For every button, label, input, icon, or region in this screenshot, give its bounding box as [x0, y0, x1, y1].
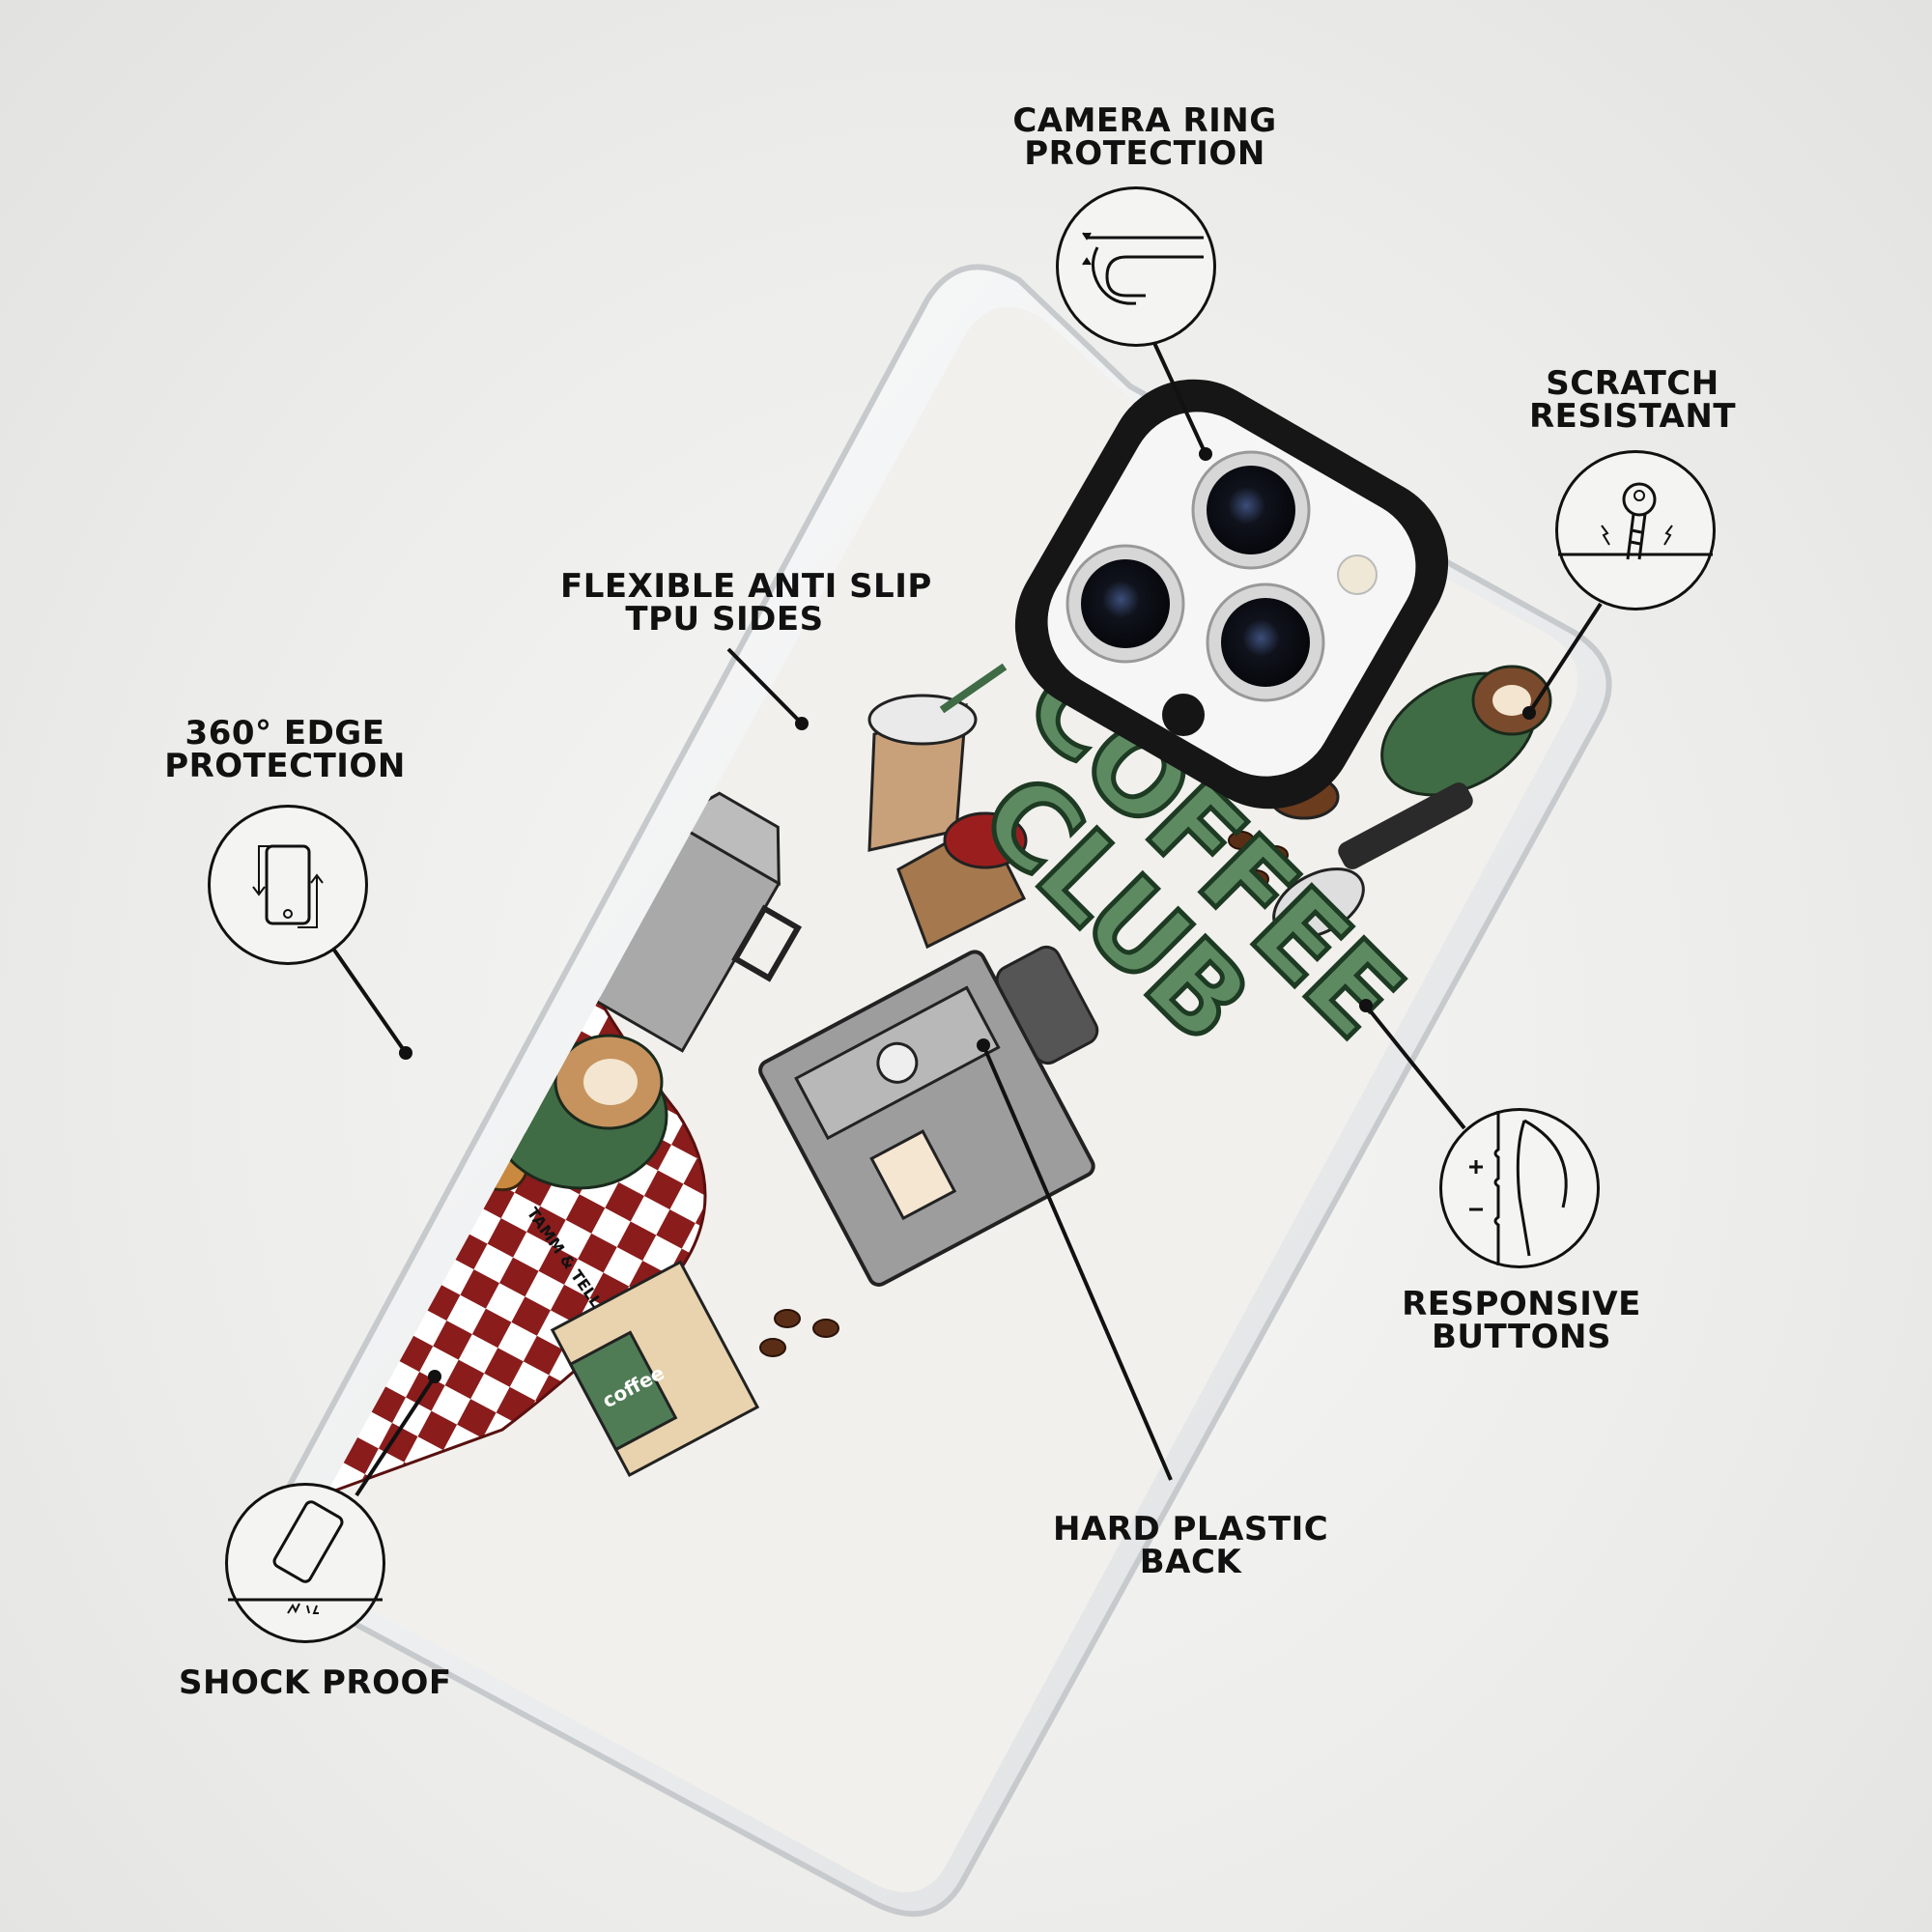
coffee-beans-drawing	[759, 831, 1289, 1357]
takeaway-cup-drawing	[896, 811, 1028, 950]
anti-slip-label: FLEXIBLE ANTI SLIP TPU SIDES	[560, 567, 932, 639]
edge-protection-label: 360° EDGE PROTECTION	[164, 714, 406, 785]
responsive-buttons-label: RESPONSIVE BUTTONS	[1402, 1285, 1641, 1356]
drop-phone-icon	[225, 1483, 385, 1643]
camera-bump	[1014, 379, 1449, 810]
lens-1	[1191, 450, 1311, 570]
key-scratch-icon	[1555, 450, 1716, 611]
flash	[1337, 554, 1378, 595]
iced-latte-drawing	[867, 663, 1008, 852]
lidar-sensor	[1162, 694, 1205, 736]
hard-plastic-back-label: HARD PLASTIC BACK	[1053, 1510, 1329, 1581]
coffee-bag-drawing: coffee	[550, 1260, 760, 1478]
camera-ring-label: CAMERA RING PROTECTION	[1012, 101, 1277, 173]
camera-ring-icon	[1056, 186, 1216, 347]
phone-rotate-icon	[208, 805, 368, 965]
lens-3	[1206, 582, 1325, 702]
espresso-machine-drawing	[758, 945, 1099, 1287]
side-buttons-icon	[1439, 1108, 1600, 1268]
shock-proof-label: SHOCK PROOF	[179, 1663, 452, 1702]
scratch-resistant-label: SCRATCH RESISTANT	[1528, 364, 1737, 436]
lens-2	[1065, 544, 1185, 664]
